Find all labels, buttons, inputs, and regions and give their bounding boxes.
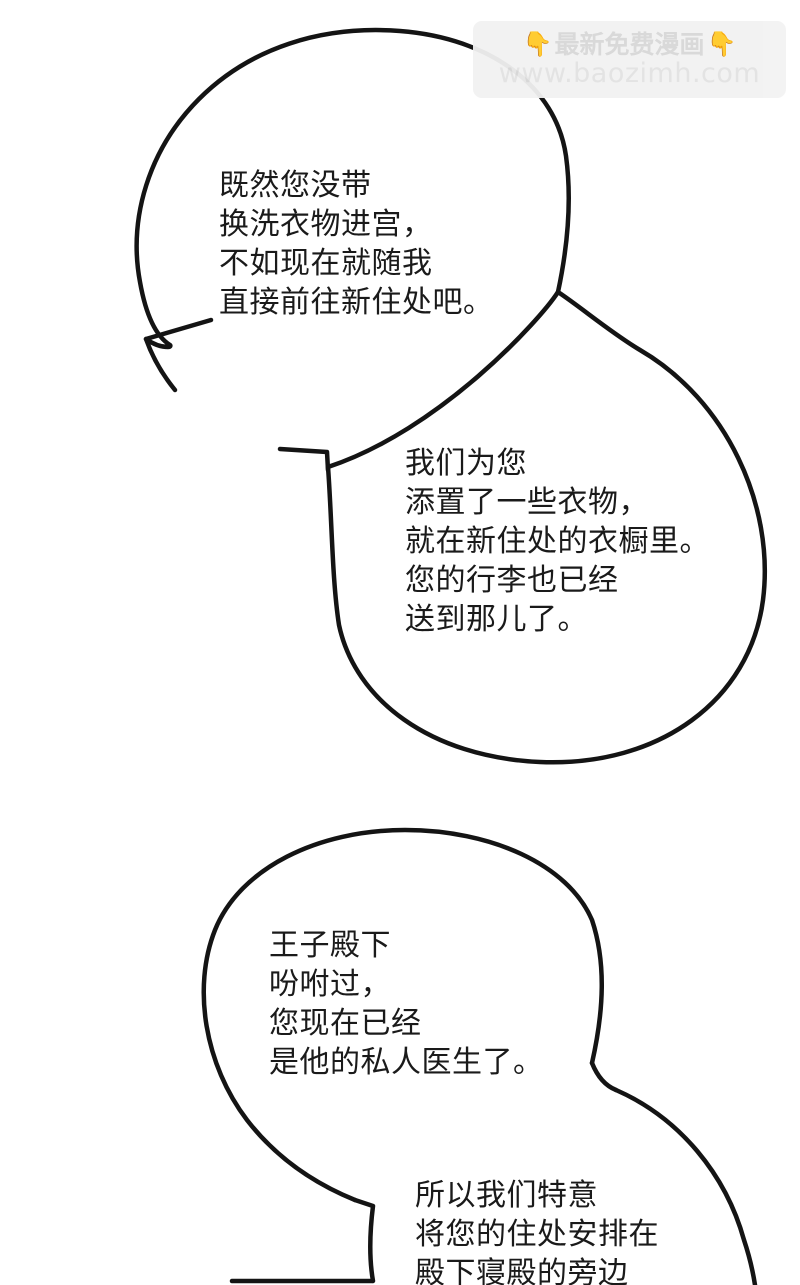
bubble-3-right-edge [589,1060,619,1093]
bubble-1-shape [134,27,572,393]
bubble-3-shape [201,827,604,1203]
bubble-2-text: 我们为您 添置了一些衣物， 就在新住处的衣橱里。 您的行李也已经 送到那儿了。 [405,447,710,636]
pointing-down-hand-icon-left: 👇 [522,30,553,58]
bubble-3-tail [352,1197,376,1284]
watermark-headline: 👇 最新免费漫画 👇 [523,31,737,59]
bubble-4-shape [613,1087,758,1285]
site-watermark: 👇 最新免费漫画 👇 www.baozimh.com [473,21,786,98]
bubble-4-text: 所以我们特意 将您的住处安排在 殿下寝殿的旁边 [415,1179,659,1285]
bubble-1-tail [143,317,214,342]
bubble-3-text: 王子殿下 吩咐过， 您现在已经 是他的私人医生了。 [269,929,544,1079]
bubble-2-notch [277,446,331,473]
bubble-2-shape [325,289,768,765]
pointing-down-hand-icon-right: 👇 [706,30,737,58]
watermark-headline-text: 最新免费漫画 [554,30,705,59]
watermark-url: www.baozimh.com [498,57,761,89]
bubble-1-text: 既然您没带 换洗衣物进宫， 不如现在就随我 直接前往新住处吧。 [219,169,494,319]
